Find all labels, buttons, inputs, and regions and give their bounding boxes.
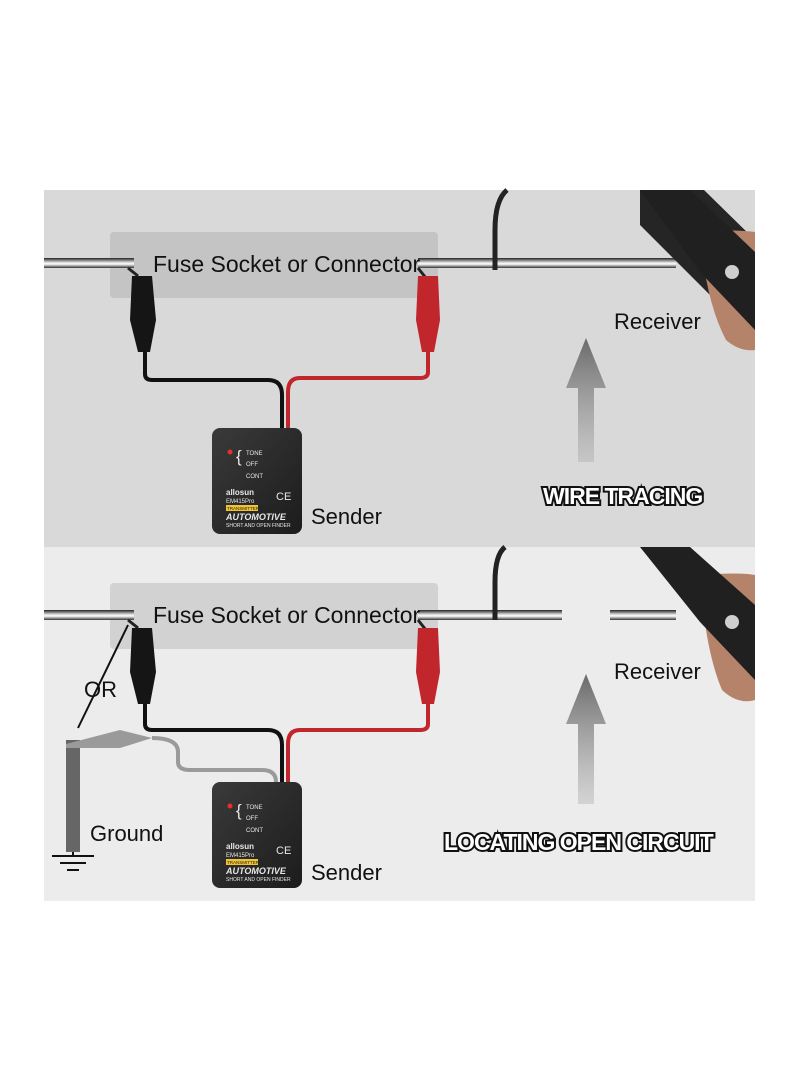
svg-text:SHORT AND OPEN FINDER: SHORT AND OPEN FINDER bbox=[226, 877, 291, 883]
svg-text:TONE: TONE bbox=[246, 805, 263, 811]
svg-text:{: { bbox=[236, 801, 242, 820]
connector-label: Fuse Socket or Connector bbox=[153, 251, 421, 277]
svg-text:OFF: OFF bbox=[246, 462, 258, 468]
svg-text:TONE: TONE bbox=[246, 451, 263, 457]
svg-text:TRANSMITTER: TRANSMITTER bbox=[227, 860, 260, 865]
receiver-label: Receiver bbox=[614, 309, 701, 334]
wire-right-broken bbox=[610, 610, 676, 620]
sender-device: { TONE OFF CONT allosun EM415Pro CE TRAN… bbox=[212, 428, 302, 534]
sender-device: { TONE OFF CONT allosun EM415Pro CE TRAN… bbox=[212, 782, 302, 888]
black-clip bbox=[127, 618, 156, 704]
or-label: OR bbox=[84, 677, 117, 702]
red-lead bbox=[286, 352, 430, 428]
wire-left bbox=[44, 258, 134, 268]
open-circuit-caption: LOCATING OPEN CIRCUIT bbox=[444, 829, 714, 855]
gray-lead bbox=[151, 736, 278, 783]
svg-text:CONT: CONT bbox=[246, 474, 263, 480]
svg-text:TRANSMITTER: TRANSMITTER bbox=[227, 506, 260, 511]
up-arrow-icon bbox=[566, 338, 606, 462]
svg-text:EM415Pro: EM415Pro bbox=[226, 853, 255, 859]
svg-text:allosun: allosun bbox=[226, 842, 254, 851]
red-lead bbox=[286, 704, 430, 782]
red-clip bbox=[416, 267, 440, 352]
svg-text:EM415Pro: EM415Pro bbox=[226, 499, 255, 505]
connector-label: Fuse Socket or Connector bbox=[153, 602, 421, 628]
probe-antenna bbox=[492, 545, 507, 620]
sender-label: Sender bbox=[311, 860, 382, 885]
connector-highlight bbox=[110, 232, 438, 298]
svg-text:AUTOMOTIVE: AUTOMOTIVE bbox=[225, 866, 287, 876]
receiver-probe bbox=[640, 547, 755, 702]
sender-label: Sender bbox=[311, 504, 382, 529]
wire-tracing-caption: WIRE TRACING bbox=[543, 483, 702, 509]
gray-clip bbox=[66, 730, 152, 748]
connector-highlight bbox=[110, 583, 438, 649]
svg-text:CE: CE bbox=[276, 845, 291, 857]
black-lead bbox=[143, 704, 284, 782]
svg-text:CE: CE bbox=[276, 491, 291, 503]
up-arrow-icon bbox=[566, 674, 606, 804]
svg-text:allosun: allosun bbox=[226, 488, 254, 497]
black-clip bbox=[127, 266, 156, 352]
svg-text:CONT: CONT bbox=[246, 828, 263, 834]
svg-text:OFF: OFF bbox=[246, 816, 258, 822]
red-clip bbox=[416, 619, 440, 704]
ground-label: Ground bbox=[90, 821, 163, 846]
wire-middle bbox=[418, 610, 562, 620]
svg-text:SHORT AND OPEN FINDER: SHORT AND OPEN FINDER bbox=[226, 523, 291, 529]
receiver-probe bbox=[640, 190, 755, 351]
svg-text:AUTOMOTIVE: AUTOMOTIVE bbox=[225, 512, 287, 522]
ground-symbol-icon bbox=[52, 852, 94, 871]
black-lead bbox=[143, 352, 284, 428]
probe-antenna bbox=[492, 188, 509, 270]
ground-post bbox=[66, 740, 80, 852]
or-line bbox=[77, 624, 129, 729]
svg-text:{: { bbox=[236, 447, 242, 466]
receiver-label: Receiver bbox=[614, 659, 701, 684]
wire-left bbox=[44, 610, 134, 620]
wire-right bbox=[418, 258, 676, 268]
